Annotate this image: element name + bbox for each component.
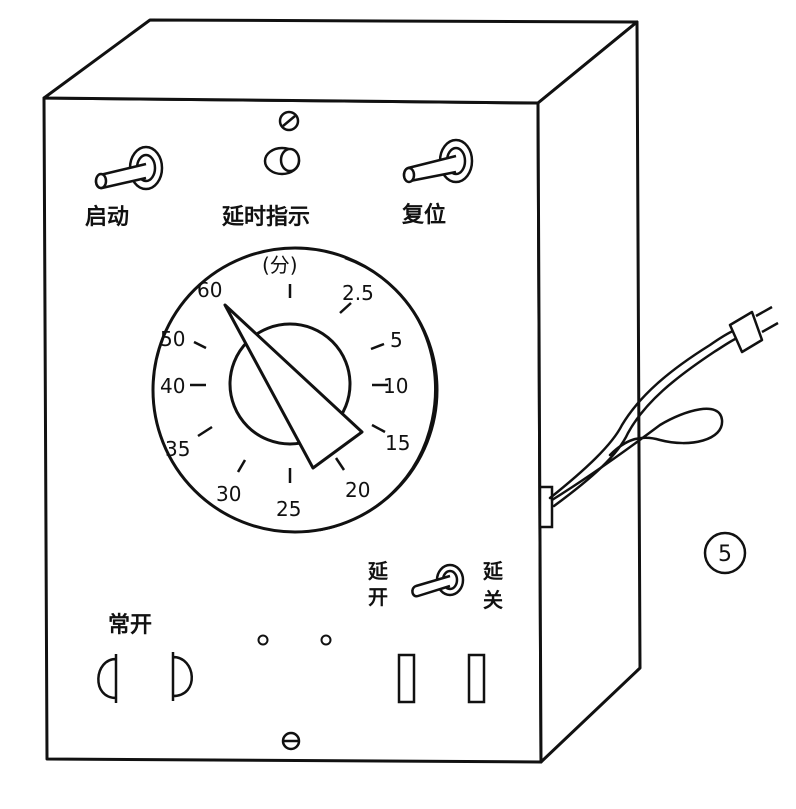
reset-label: 复位 [401, 202, 446, 228]
dial-number-25: 25 [276, 497, 301, 521]
figure-number-badge: 5 [703, 531, 747, 575]
reset-toggle-switch[interactable] [402, 138, 474, 184]
delay-mode-toggle-switch[interactable] [411, 563, 465, 598]
delay-close-label-top: 延 [482, 559, 504, 583]
power-cord [548, 328, 739, 508]
dial-number-20: 20 [345, 478, 370, 502]
dial-number-10: 10 [383, 374, 408, 398]
dial-tick-5 [370, 342, 385, 351]
timer-dial[interactable]: 60 2.5 5 10 15 20 25 30 35 40 50 (分) [151, 246, 439, 534]
dial-number-15: 15 [385, 431, 410, 455]
normally-open-socket [97, 652, 193, 703]
dial-tick-50 [193, 340, 207, 350]
plug [728, 305, 779, 354]
delay-indicator-label: 延时指示 [221, 205, 310, 230]
dial-tick-30 [236, 459, 247, 473]
top-screw [278, 110, 300, 132]
dial-tick-15 [371, 423, 386, 434]
start-toggle-switch[interactable] [94, 145, 164, 191]
delay-indicator-lamp [263, 146, 301, 176]
socket-hole-right [171, 652, 193, 701]
dial-number-60: 60 [197, 278, 222, 302]
dial-tick-35 [197, 425, 213, 438]
dial-number-35: 35 [165, 437, 190, 461]
cable-jack [538, 485, 554, 529]
delay-open-label-top: 延 [367, 559, 389, 583]
figure-number: 5 [718, 542, 732, 567]
dial-pointer-knob[interactable] [223, 303, 364, 470]
normally-open-label: 常开 [108, 612, 152, 638]
dial-unit-label: (分) [262, 253, 298, 277]
dial-number-50: 50 [160, 327, 185, 351]
dial-number-30: 30 [216, 482, 241, 506]
panel-screw-left [257, 634, 269, 646]
dial-rim-shadow [319, 256, 437, 532]
start-label: 启动 [85, 204, 129, 230]
panel-screw-right [320, 634, 332, 646]
socket-slot-left [397, 653, 416, 704]
delay-open-label-bottom: 开 [368, 585, 388, 609]
delay-close-label-bottom: 关 [483, 588, 503, 612]
dial-tick-marks [190, 284, 388, 483]
socket-hole-left [97, 654, 118, 703]
bottom-screw [281, 731, 301, 751]
top-face [42, 18, 639, 105]
delay-socket [397, 653, 486, 704]
dial-tick-2.5 [339, 302, 352, 314]
dial-number-40: 40 [160, 374, 185, 398]
socket-slot-right [467, 653, 486, 704]
dial-tick-20 [334, 457, 346, 471]
side-face [536, 20, 642, 764]
dial-number-5: 5 [390, 328, 403, 352]
dial-numbers: 60 2.5 5 10 15 20 25 30 35 40 50 [160, 278, 410, 521]
dial-number-2.5: 2.5 [342, 281, 374, 305]
